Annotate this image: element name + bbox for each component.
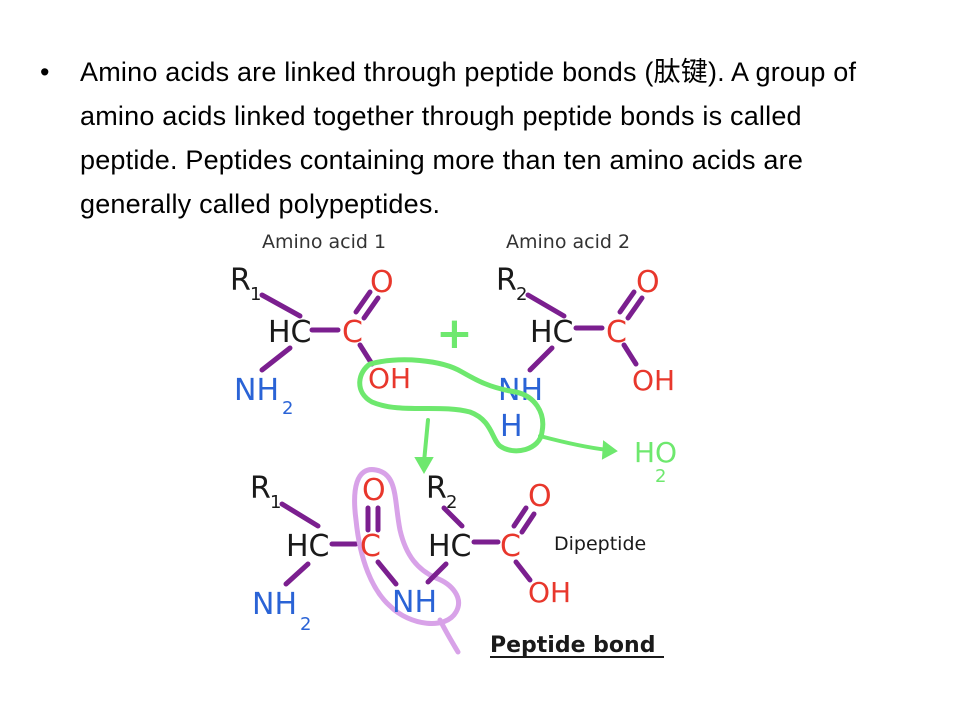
- bullet-text: Amino acids are linked through peptide b…: [80, 57, 857, 219]
- bond-hc-nh-2: [527, 345, 555, 373]
- dipeptide-bond-hc-nh2: [283, 561, 311, 587]
- amino-acid-2-label: Amino acid 2: [506, 231, 630, 253]
- peptide-bond-label: Peptide bond: [490, 633, 655, 658]
- dipeptide-oxygen-1: O: [362, 473, 386, 508]
- water-arrow-line: [538, 434, 610, 452]
- oxygen-1: O: [370, 265, 394, 300]
- hc-alpha-carbon-1: HC: [268, 315, 312, 350]
- dipeptide-oxygen-2: O: [528, 479, 552, 514]
- bond-hc-nh2-1: [259, 345, 293, 373]
- bond-c-oh-2: [621, 342, 639, 367]
- hc-alpha-carbon-2: HC: [530, 315, 574, 350]
- dipeptide-r2-group: R: [426, 471, 447, 506]
- bond-r2-hc: [525, 292, 567, 319]
- water-molecule: HO: [634, 436, 677, 469]
- peptide-nh-group: NH: [392, 585, 437, 620]
- dipeptide-bond-r2-hc: [441, 505, 465, 529]
- dipeptide-amino-subscript: 2: [300, 614, 311, 635]
- dipeptide-bond-c-oh: [513, 559, 533, 583]
- dipeptide-hc-2: HC: [428, 529, 472, 564]
- double-bond-a-2: [617, 289, 637, 315]
- carbonyl-carbon-1: C: [342, 315, 363, 350]
- bullet-marker: •: [40, 57, 50, 87]
- amino-acid-1: R 1 HC C O OH NH 2: [230, 263, 411, 419]
- plus-sign: +: [436, 308, 473, 359]
- dipeptide-label: Dipeptide: [554, 533, 646, 555]
- hydroxyl-2: OH: [632, 364, 675, 397]
- dipeptide-double-bond-b-2: [519, 511, 537, 535]
- dipeptide-bond-nh-hc: [425, 561, 449, 585]
- bullet-item: • Amino acids are linked through peptide…: [40, 50, 920, 226]
- reaction-arrow-head: [414, 457, 434, 475]
- water-removal-loop: [357, 357, 546, 454]
- amino-acid-1-label: Amino acid 1: [262, 231, 386, 253]
- water-arrow-head: [601, 440, 618, 460]
- dipeptide-hydroxyl: OH: [528, 576, 571, 609]
- dipeptide-r2-subscript: 2: [446, 492, 457, 513]
- double-bond-b-1: [361, 295, 381, 321]
- r2-subscript: 2: [516, 284, 527, 305]
- dipeptide-bond-r1-hc: [279, 501, 321, 529]
- dipeptide-r1-group: R: [250, 471, 271, 506]
- amino-group-1-subscript: 2: [282, 398, 293, 419]
- amino-acid-2: R 2 HC C O OH NH H: [496, 263, 675, 444]
- water-subscript: 2: [655, 466, 666, 487]
- dipeptide-carbonyl-carbon-2: C: [500, 529, 521, 564]
- dipeptide: R 1 HC NH 2 O C NH R 2 HC C O OH: [250, 467, 571, 655]
- r1-group: R: [230, 263, 251, 298]
- hydroxyl-1: OH: [368, 362, 411, 395]
- dipeptide-amino-group: NH: [252, 587, 297, 622]
- peptide-bond-loop: [352, 467, 461, 655]
- bond-c-oh-1: [357, 342, 375, 367]
- reaction-arrow-line: [422, 418, 430, 464]
- double-bond-a-1: [353, 289, 373, 315]
- dipeptide-double-bond-a-2: [511, 505, 529, 529]
- double-bond-b-2: [625, 295, 645, 321]
- bond-r1-hc: [259, 292, 303, 319]
- dipeptide-bond-c-n: [375, 559, 399, 587]
- amino-group-1: NH: [234, 373, 279, 408]
- amino-hydrogen-2: H: [500, 409, 523, 444]
- r2-group: R: [496, 263, 517, 298]
- dipeptide-hc-1: HC: [286, 529, 330, 564]
- r1-subscript: 1: [250, 284, 261, 305]
- carbonyl-carbon-2: C: [606, 315, 627, 350]
- dipeptide-r1-subscript: 1: [270, 492, 281, 513]
- oxygen-2: O: [636, 265, 660, 300]
- dipeptide-carbonyl-carbon-1: C: [360, 529, 381, 564]
